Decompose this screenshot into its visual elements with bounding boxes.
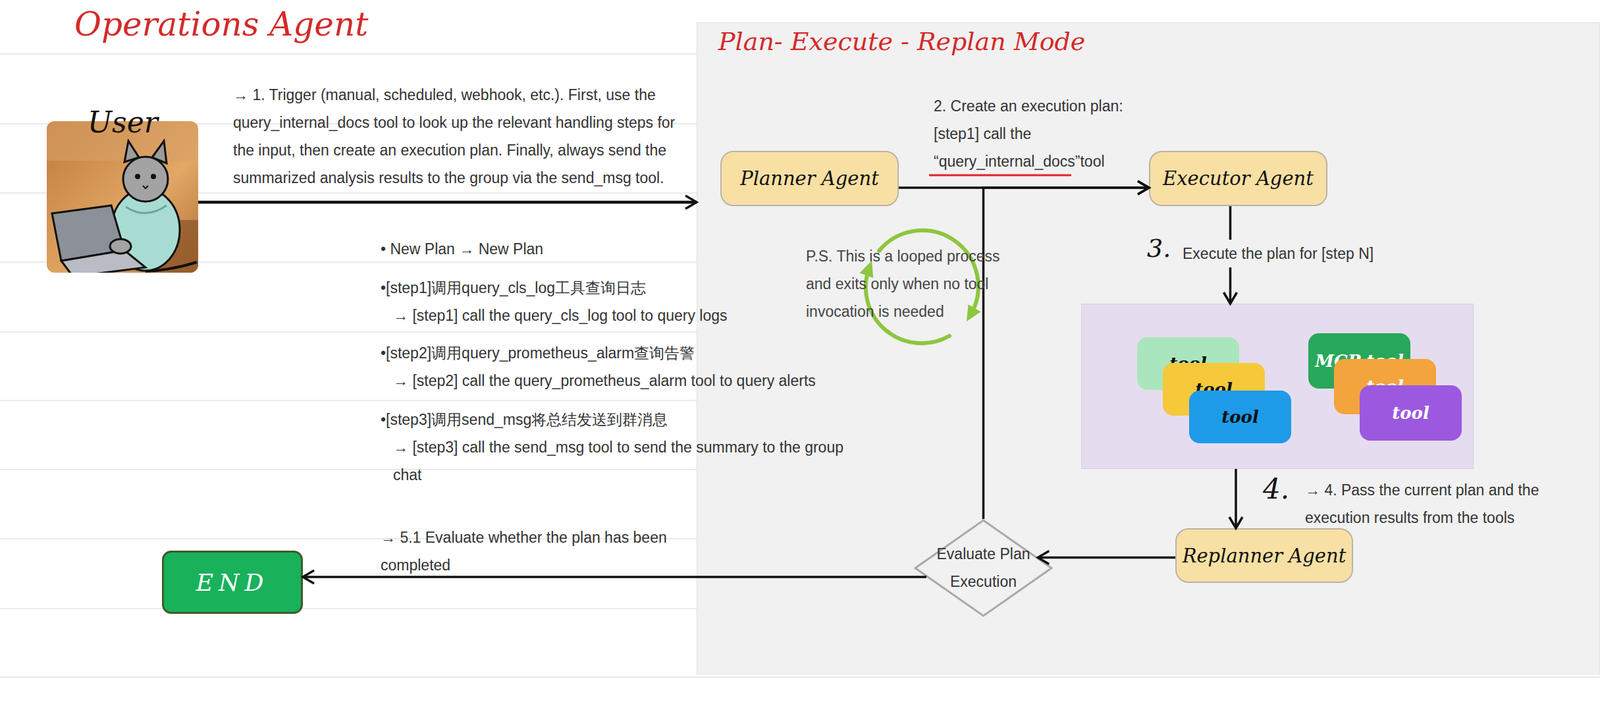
node-text: Evaluate Plan Execution <box>923 539 1043 596</box>
ruled-line <box>0 676 1600 678</box>
node-text: Replanner Agent <box>1182 544 1347 567</box>
plan-step: •[step3]调用send_msg将总结发送到群消息 <box>380 405 668 434</box>
cat-ear <box>152 140 167 164</box>
diagram-title: Operations Agent <box>74 3 369 45</box>
diamond-shape <box>915 520 1052 616</box>
node-text: User <box>87 105 159 139</box>
end-box: END <box>161 550 303 614</box>
tool-group: tooltooltoolMCP tooltooltool <box>1081 303 1474 469</box>
sketch-line <box>145 262 197 272</box>
cat-eye <box>134 173 141 180</box>
node-text: tool <box>1391 402 1430 423</box>
node-text: Planner Agent <box>740 167 880 190</box>
diamond-outline <box>913 518 1053 617</box>
decision-diamond: Evaluate Plan Execution <box>913 518 1053 617</box>
mode-panel: Plan- Execute - Replan ModePlanner Agent… <box>696 22 1600 675</box>
cat-eye <box>150 173 157 180</box>
flow-arrow <box>198 200 697 205</box>
plan-step: •[step1]调用query_cls_log工具查询日志 <box>380 273 646 302</box>
shirt-fold <box>125 205 167 214</box>
agent-box: Planner Agent <box>720 150 899 207</box>
edge-label: 2. Create an execution plan: [step1] cal… <box>933 92 1165 176</box>
callout-number: 4. <box>1262 471 1290 507</box>
cat-head <box>123 156 168 202</box>
cat-paw <box>109 239 132 254</box>
agent-box: Replanner Agent <box>1175 528 1354 583</box>
laptop-base <box>61 250 146 273</box>
edge-label: → 5.1 Evaluate whether the plan has been… <box>380 523 694 579</box>
couch <box>145 219 199 273</box>
photo-background <box>46 121 199 273</box>
cat-illustration <box>46 121 199 273</box>
edge-label: → 4. Pass the current plan and the execu… <box>1305 476 1595 532</box>
cat-body <box>111 188 180 271</box>
tool-box: tool <box>1189 390 1292 444</box>
callout-number: 3. <box>1146 231 1171 265</box>
edge-label: Execute the plan for [step N] <box>1178 239 1378 268</box>
agent-box: Executor Agent <box>1148 150 1328 207</box>
plan-step-translation: → [step2] call the query_prometheus_alar… <box>393 366 816 395</box>
plan-item: • New Plan → New Plan <box>380 235 544 263</box>
edge-label: → 1. Trigger (manual, scheduled, webhook… <box>233 80 698 192</box>
plan-step-translation: → [step1] call the query_cls_log tool to… <box>393 301 728 330</box>
cat-nose <box>142 185 149 189</box>
node-text: END <box>196 568 270 596</box>
node-text: Executor Agent <box>1162 167 1314 190</box>
laptop-screen <box>52 205 125 261</box>
loop-note: P.S. This is a looped process and exits … <box>805 242 1017 326</box>
cat-ear <box>124 140 139 162</box>
user-avatar: User <box>46 121 199 273</box>
node-text: Plan- Execute - Replan Mode <box>718 26 1086 56</box>
plan-step-translation: → [step3] call the send_msg tool to send… <box>393 433 871 489</box>
tool-box: tool <box>1359 385 1462 441</box>
plan-step: •[step2]调用query_prometheus_alarm查询告警 <box>380 339 695 367</box>
node-text: tool <box>1221 406 1259 427</box>
